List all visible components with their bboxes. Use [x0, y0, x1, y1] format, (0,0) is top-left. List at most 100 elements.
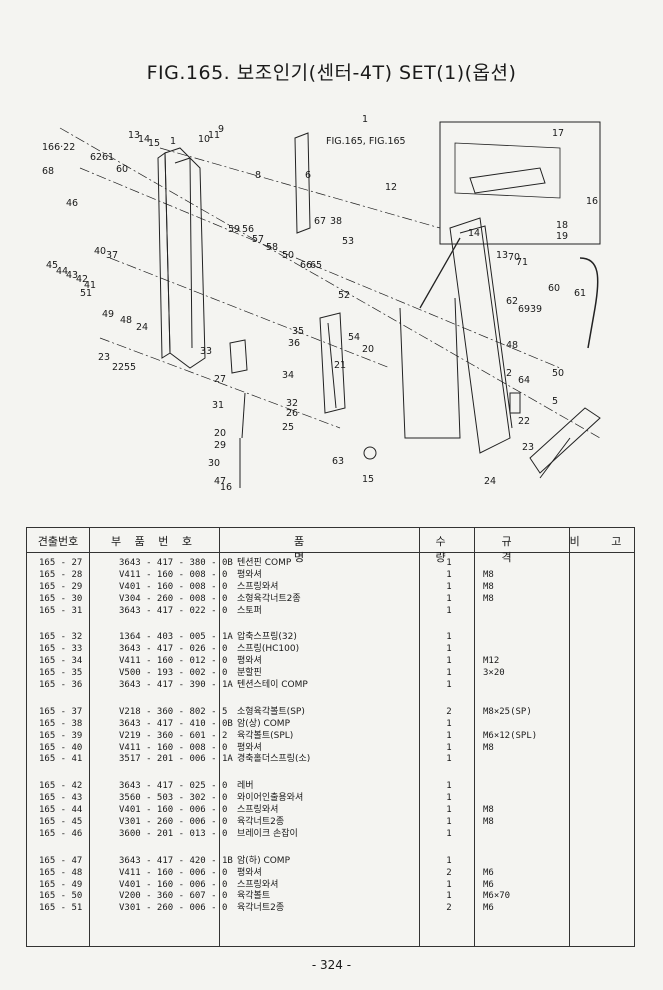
ref-no-cell: 165 - 27: [39, 558, 83, 568]
quantity-cell: 1: [446, 656, 452, 667]
quantity-cell: 1: [446, 817, 452, 828]
part-callout: 51: [80, 288, 92, 299]
part-name-cell: 암(상) COMP: [237, 718, 291, 729]
part-callout: 47: [214, 476, 226, 487]
quantity-cell: 1: [446, 805, 452, 816]
part-callout: 15: [148, 138, 160, 149]
part-callout: 50: [282, 250, 294, 261]
part-callout: 62: [506, 296, 518, 307]
part-callout: 31: [212, 400, 224, 411]
part-name-cell: 육각너트2종: [237, 817, 285, 828]
part-name-cell: 육각볼트(SPL): [237, 730, 294, 741]
part-callout: 67: [314, 216, 326, 227]
part-callout: 59: [228, 224, 240, 235]
quantity-cell: 1: [446, 569, 452, 580]
part-callout: 57: [252, 234, 264, 245]
part-callout: 36: [288, 338, 300, 349]
part-number-cell: 3643 - 417 - 410 - 0B: [119, 718, 233, 729]
part-callout: 11: [208, 130, 220, 141]
part-number-cell: V218 - 360 - 802 - 5: [119, 706, 228, 717]
part-callout: 16: [220, 482, 232, 493]
part-callout: 24: [136, 322, 148, 333]
part-name-cell: 분할핀: [237, 668, 262, 679]
part-callout: 14: [138, 134, 150, 145]
part-callout: 166·22: [42, 142, 75, 153]
quantity-cell: 1: [446, 879, 452, 890]
header-part-no: 부 품 번 호: [111, 535, 197, 548]
part-callout: 61: [574, 288, 586, 299]
header-name: 품 명: [293, 535, 385, 564]
part-number-cell: 3643 - 417 - 026 - 0: [119, 644, 228, 655]
quantity-cell: 1: [446, 593, 452, 604]
part-number-cell: V304 - 260 - 008 - 0: [119, 593, 228, 604]
ref-no-cell: 165 - 49: [39, 879, 83, 890]
part-callout: 69: [518, 304, 530, 315]
part-callout: 19: [556, 231, 568, 242]
quantity-cell: 1: [446, 754, 452, 765]
part-number-cell: V411 - 160 - 008 - 0: [119, 569, 228, 580]
part-name-cell: 암(하) COMP: [237, 855, 291, 866]
quantity-cell: 1: [446, 581, 452, 592]
part-callout: 22: [518, 416, 530, 427]
part-number-cell: 3643 - 417 - 025 - 0: [119, 781, 228, 792]
part-callout: 38: [330, 216, 342, 227]
part-callout: 42: [76, 274, 88, 285]
spec-cell: M8×25(SP): [483, 706, 532, 717]
part-callout: 26: [286, 408, 298, 419]
spec-cell: M8: [483, 742, 494, 753]
part-number-cell: V219 - 360 - 601 - 2: [119, 730, 228, 741]
spec-cell: M6×12(SPL): [483, 730, 538, 741]
part-callout: 17: [552, 128, 564, 139]
part-number-cell: V411 - 160 - 008 - 0: [119, 742, 228, 753]
column-divider: [219, 528, 220, 946]
part-callout: 39: [530, 304, 542, 315]
part-name-cell: 평와셔: [237, 742, 262, 753]
ref-no-cell: 165 - 35: [39, 668, 83, 679]
spec-cell: M8: [483, 593, 494, 604]
part-number-cell: 3643 - 417 - 022 - 0: [119, 605, 228, 616]
part-number-cell: V500 - 193 - 002 - 0: [119, 668, 228, 679]
part-name-cell: 스토퍼: [237, 605, 262, 616]
quantity-cell: 1: [446, 644, 452, 655]
part-callout: 65: [310, 260, 322, 271]
part-number-cell: 3643 - 417 - 390 - 1A: [119, 680, 233, 691]
part-callout: 20: [214, 428, 226, 439]
part-callout: 56: [242, 224, 254, 235]
part-callout: 13: [496, 250, 508, 261]
ref-no-cell: 165 - 45: [39, 817, 83, 828]
part-callout: 60: [548, 283, 560, 294]
table-header: 견출번호 부 품 번 호 품 명 수 량 규 격 비 고: [27, 528, 634, 564]
part-callout: 8: [255, 170, 261, 181]
part-callout: 45: [46, 260, 58, 271]
part-callout: 33: [200, 346, 212, 357]
part-number-cell: V401 - 160 - 006 - 0: [119, 805, 228, 816]
ref-no-cell: 165 - 48: [39, 867, 83, 878]
quantity-cell: 1: [446, 855, 452, 866]
part-callout: 66: [300, 260, 312, 271]
part-callout: 30: [208, 458, 220, 469]
part-callout: 50: [552, 368, 564, 379]
part-callout: 10: [198, 134, 210, 145]
part-callout: 34: [282, 370, 294, 381]
ref-no-cell: 165 - 28: [39, 569, 83, 580]
part-number-cell: 3517 - 201 - 006 - 1A: [119, 754, 233, 765]
spec-cell: M8: [483, 817, 494, 828]
part-name-cell: 텐션핀 COMP: [237, 558, 292, 568]
part-callout: 9: [218, 124, 224, 135]
part-callout: 55: [124, 362, 136, 373]
part-number-cell: V411 - 160 - 012 - 0: [119, 656, 228, 667]
quantity-cell: 1: [446, 668, 452, 679]
part-callout: 70: [508, 252, 520, 263]
part-name-cell: 평와셔: [237, 656, 262, 667]
ref-no-cell: 165 - 32: [39, 632, 83, 643]
